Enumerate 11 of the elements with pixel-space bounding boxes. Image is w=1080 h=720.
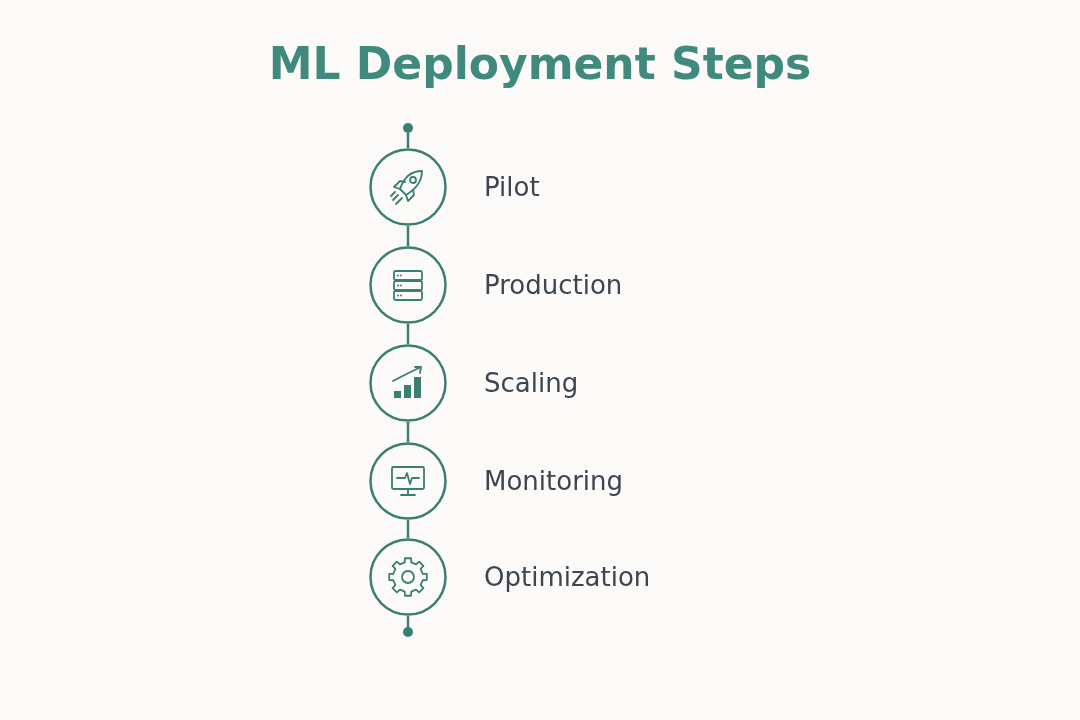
connector-line bbox=[406, 422, 410, 442]
step-label: Pilot bbox=[484, 171, 540, 203]
connector-line bbox=[406, 226, 410, 246]
title: ML Deployment Steps bbox=[267, 38, 813, 89]
end-dot bbox=[403, 123, 413, 133]
end-dot bbox=[403, 627, 413, 637]
step-label: Optimization bbox=[484, 561, 651, 593]
step-label: Production bbox=[484, 269, 623, 301]
connector-line bbox=[406, 324, 410, 344]
step-label: Scaling bbox=[484, 367, 579, 399]
step-label: Monitoring bbox=[484, 465, 624, 497]
